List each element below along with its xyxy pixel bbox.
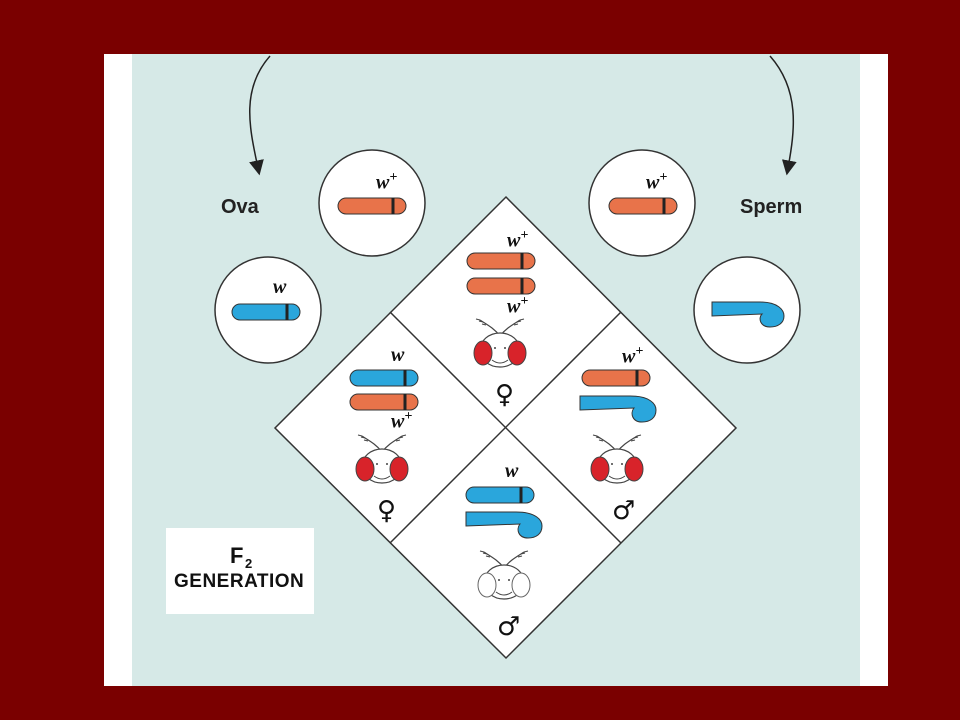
y-chromosome	[711, 301, 785, 328]
allele-label: w+	[376, 170, 398, 194]
arrow-to-ova	[249, 55, 271, 176]
fly-white-eye-icon	[477, 550, 531, 600]
sperm-label: Sperm	[740, 196, 803, 218]
allele-label: w+	[622, 344, 644, 368]
allele-label: w+	[391, 409, 413, 433]
allele-label: w+	[507, 294, 529, 318]
generation-label: GENERATION	[174, 571, 305, 592]
fly-red-eye-icon	[473, 318, 527, 368]
female-symbol: ♀	[495, 380, 515, 410]
ova-label: Ova	[221, 196, 259, 218]
allele-label: w	[391, 344, 405, 366]
generation-box	[166, 528, 314, 614]
male-symbol: ♂	[497, 612, 521, 642]
female-symbol: ♀	[377, 496, 397, 526]
arrow-to-sperm	[769, 55, 797, 176]
x-chromosome-wildtype	[337, 197, 407, 215]
fly-red-eye-icon	[590, 434, 644, 484]
allele-label: w+	[646, 170, 668, 194]
generation-subscript: 2	[245, 556, 253, 571]
allele-label: w+	[507, 228, 529, 252]
allele-label: w	[505, 460, 519, 482]
allele-label: w	[273, 276, 287, 298]
x-chromosome-white	[231, 303, 301, 321]
fly-red-eye-icon	[355, 434, 409, 484]
generation-letter: F	[230, 543, 244, 568]
x-chromosome-wildtype	[608, 197, 678, 215]
male-symbol: ♂	[612, 496, 636, 526]
